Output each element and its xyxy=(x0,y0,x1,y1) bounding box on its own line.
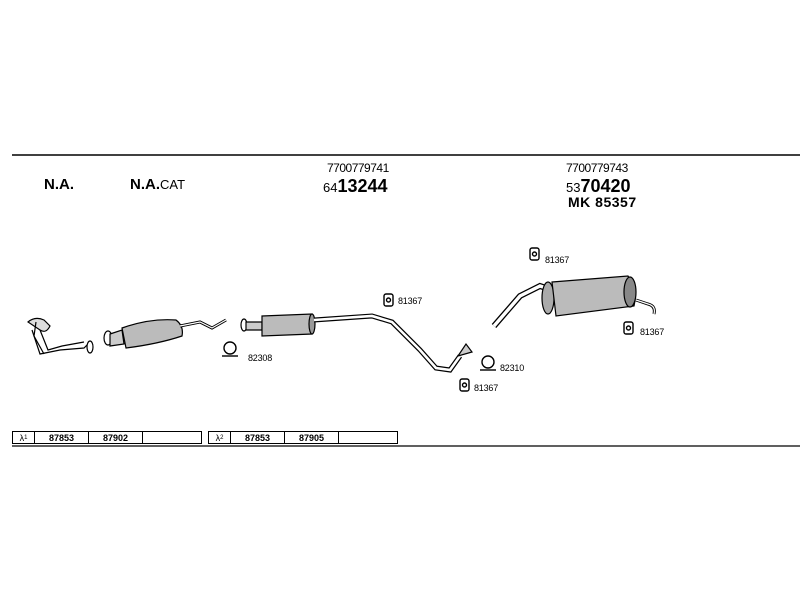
header-na-cat: N.A.CAT xyxy=(130,177,185,192)
rubber-mount-icon xyxy=(459,378,470,392)
header-na-cat-suffix: CAT xyxy=(160,177,186,192)
rubber-mount-icon xyxy=(529,247,540,261)
rubber-mount-icon xyxy=(623,321,634,335)
lambda-superscript: 1 xyxy=(24,434,28,441)
rear-silencer-part xyxy=(491,275,656,328)
label-rubber-mount-top: 81367 xyxy=(545,255,570,265)
rear-oem-number: 7700779743 xyxy=(566,161,628,175)
front-catalog-number: 6413244 xyxy=(323,177,388,196)
table-cell xyxy=(339,432,397,443)
middle-silencer-part xyxy=(240,313,474,373)
rear-mk-label: MK xyxy=(568,194,591,210)
label-clamp-1: 82308 xyxy=(248,353,273,363)
rear-mk-number: MK 85357 xyxy=(568,195,637,209)
rear-catalog-main: 70420 xyxy=(580,176,631,196)
rubber-mount-icon xyxy=(383,293,394,307)
table-cell: 87902 xyxy=(89,432,143,443)
clamp-icon xyxy=(222,341,238,357)
lambda-symbol: λ xyxy=(19,432,25,443)
header-na-cat-prefix: N.A. xyxy=(130,176,160,193)
label-rubber-mount-low: 81367 xyxy=(474,383,499,393)
catalytic-converter-part xyxy=(103,318,227,349)
label-clamp-2: 82310 xyxy=(500,363,525,373)
header-na: N.A. xyxy=(44,176,74,193)
table-cell: 87853 xyxy=(35,432,89,443)
rear-mk-value: 85357 xyxy=(595,194,637,210)
front-catalog-prefix: 64 xyxy=(323,180,338,195)
lambda-symbol: λ xyxy=(215,432,221,443)
table-cell: 87905 xyxy=(285,432,339,443)
front-catalog-main: 13244 xyxy=(337,176,388,196)
clamp-icon xyxy=(480,355,496,371)
rear-catalog-number: 5370420 xyxy=(566,177,631,196)
downpipe-part xyxy=(27,317,94,355)
label-rubber-mount-mid: 81367 xyxy=(398,296,423,306)
table-cell xyxy=(143,432,201,443)
rear-catalog-prefix: 53 xyxy=(566,180,581,195)
front-oem-number: 7700779741 xyxy=(327,161,389,175)
lambda-superscript: 2 xyxy=(220,434,224,441)
label-rubber-mount-rear: 81367 xyxy=(640,327,665,337)
table-cell: 87853 xyxy=(231,432,285,443)
